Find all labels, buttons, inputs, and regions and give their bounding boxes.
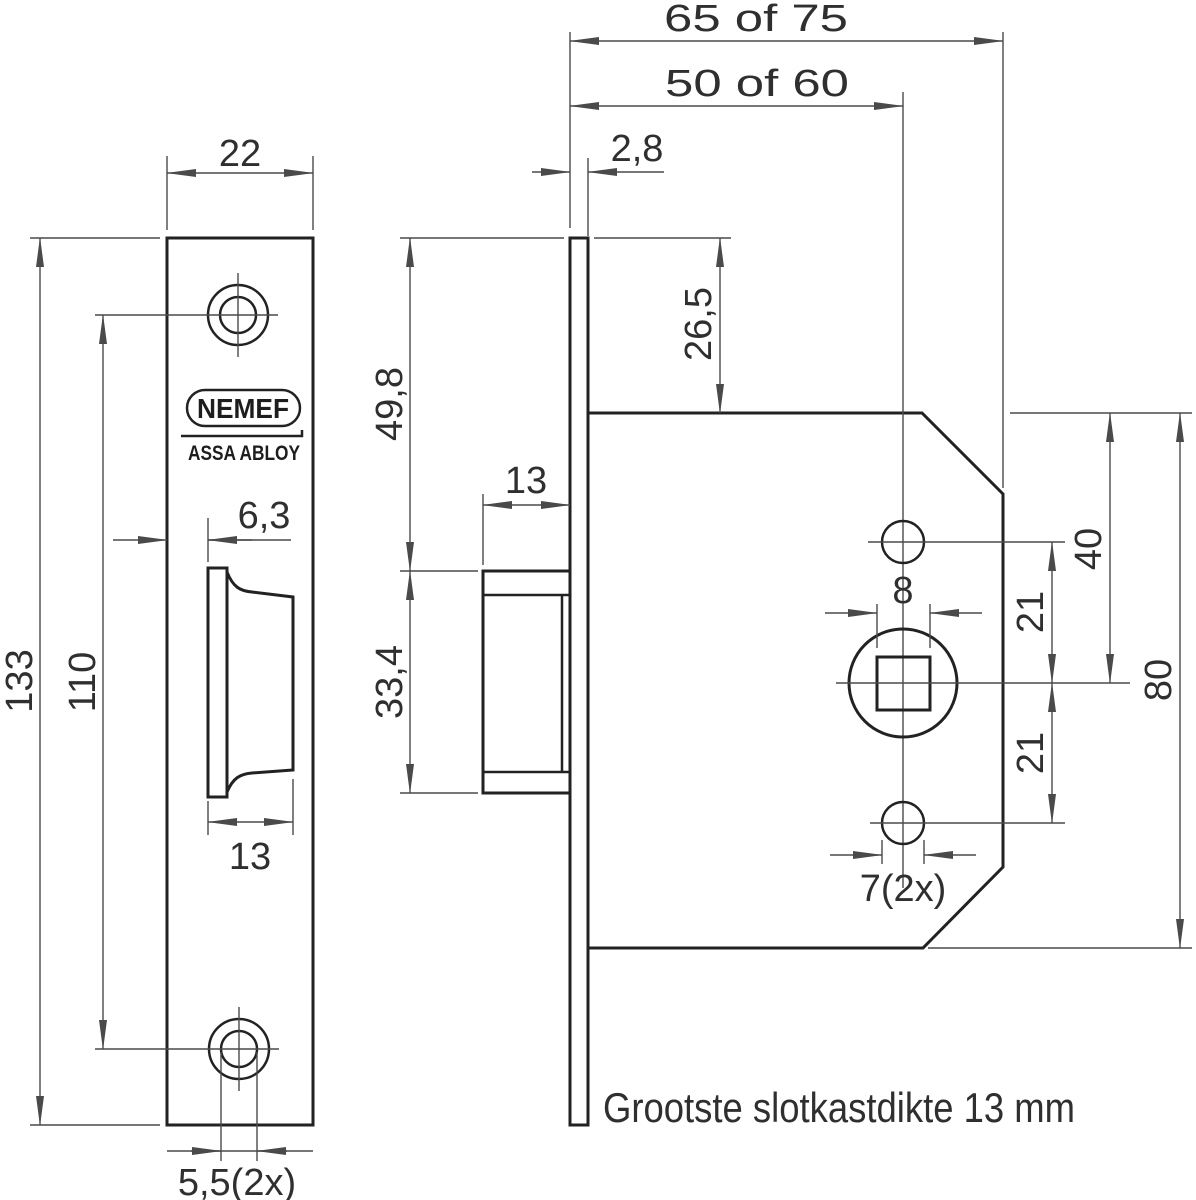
dim-label-110: 110 — [62, 652, 104, 713]
latch-face — [225, 571, 295, 793]
dim-upper-hole-to-spindle: 21 — [1010, 541, 1056, 684]
dim-label-65-75: 65 of 75 — [664, 0, 848, 40]
upper-mount-hole — [868, 519, 1065, 565]
dim-label-49-8: 49,8 — [369, 367, 411, 441]
dim-label-7-2x: 7(2x) — [860, 868, 947, 910]
top-screw-hole — [95, 273, 278, 357]
case-outline — [586, 411, 1005, 950]
dim-label-33-4: 33,4 — [369, 645, 411, 719]
dim-latch-offset: 6,3 — [113, 495, 291, 562]
dim-label-22: 22 — [219, 133, 261, 175]
side-view-dimensions: 2,8 49,8 33,4 13 — [369, 128, 664, 794]
subbrand-text: ASSA ABLOY — [188, 442, 300, 465]
dim-plate-thickness: 2,8 — [532, 128, 664, 236]
dim-label-13: 13 — [229, 836, 271, 878]
dim-label-21-lower: 21 — [1010, 732, 1052, 774]
faceplate-side — [568, 236, 590, 1127]
dim-plate-height: 133 — [0, 237, 160, 1126]
dim-total-depth: 65 of 75 — [569, 0, 1004, 488]
spindle-follower — [836, 627, 1130, 739]
dim-plate-width: 22 — [166, 133, 314, 230]
latch-bolt-front — [206, 566, 295, 799]
nemef-logo: NEMEF ASSA ABLOY — [181, 388, 304, 465]
dim-label-2-8: 2,8 — [611, 128, 664, 170]
logo-underline — [181, 430, 304, 438]
dim-label-6-3: 6,3 — [238, 495, 291, 537]
lower-mount-hole — [870, 800, 1065, 846]
side-view — [481, 236, 590, 1127]
dim-label-26-5: 26,5 — [678, 287, 720, 361]
latch-outline — [481, 569, 572, 795]
front-view-dimensions: 22 133 110 6,3 13 — [0, 133, 314, 1200]
faceplate-outline — [165, 236, 315, 1127]
dim-label-133: 133 — [0, 649, 41, 712]
dim-label-80: 80 — [1138, 659, 1180, 701]
dim-top-to-latch: 49,8 — [369, 237, 564, 572]
dim-spindle-to-lower-hole: 21 — [1010, 682, 1056, 824]
latch-bolt-side — [481, 569, 572, 795]
case-dimensions: 65 of 75 50 of 60 26,5 40 21 21 — [569, 0, 1192, 949]
latch-strip — [206, 566, 229, 799]
drawing-note: Grootste slotkastdikte 13 mm — [603, 1084, 1075, 1131]
case-view — [586, 92, 1130, 950]
dim-label-50-60: 50 of 60 — [665, 63, 849, 105]
brand-text: NEMEF — [197, 393, 289, 424]
front-view-faceplate: NEMEF ASSA ABLOY — [95, 236, 315, 1161]
dim-label-5-5: 5,5(2x) — [178, 1162, 296, 1200]
dim-mount-hole-dia: 7(2x) — [830, 840, 976, 910]
dim-label-40: 40 — [1068, 528, 1110, 570]
dim-latch-height: 33,4 — [369, 570, 478, 794]
bottom-screw-hole — [95, 1007, 279, 1161]
dim-backset: 50 of 60 — [569, 63, 904, 110]
dim-label-13-side: 13 — [505, 460, 547, 502]
dim-spindle-from-top: 40 — [1010, 412, 1192, 684]
dim-top-offset: 26,5 — [594, 237, 731, 414]
dim-case-height: 80 — [928, 412, 1192, 949]
logo-border — [185, 388, 302, 428]
dim-spindle-square: 8 — [825, 570, 982, 648]
dim-screw-spacing: 110 — [62, 314, 107, 1050]
dim-latch-width-front: 13 — [207, 779, 294, 878]
dim-label-8: 8 — [892, 570, 913, 612]
dim-screw-hole-dia: 5,5(2x) — [167, 1147, 313, 1200]
dim-label-21-upper: 21 — [1010, 591, 1052, 633]
dim-latch-depth: 13 — [482, 460, 571, 565]
